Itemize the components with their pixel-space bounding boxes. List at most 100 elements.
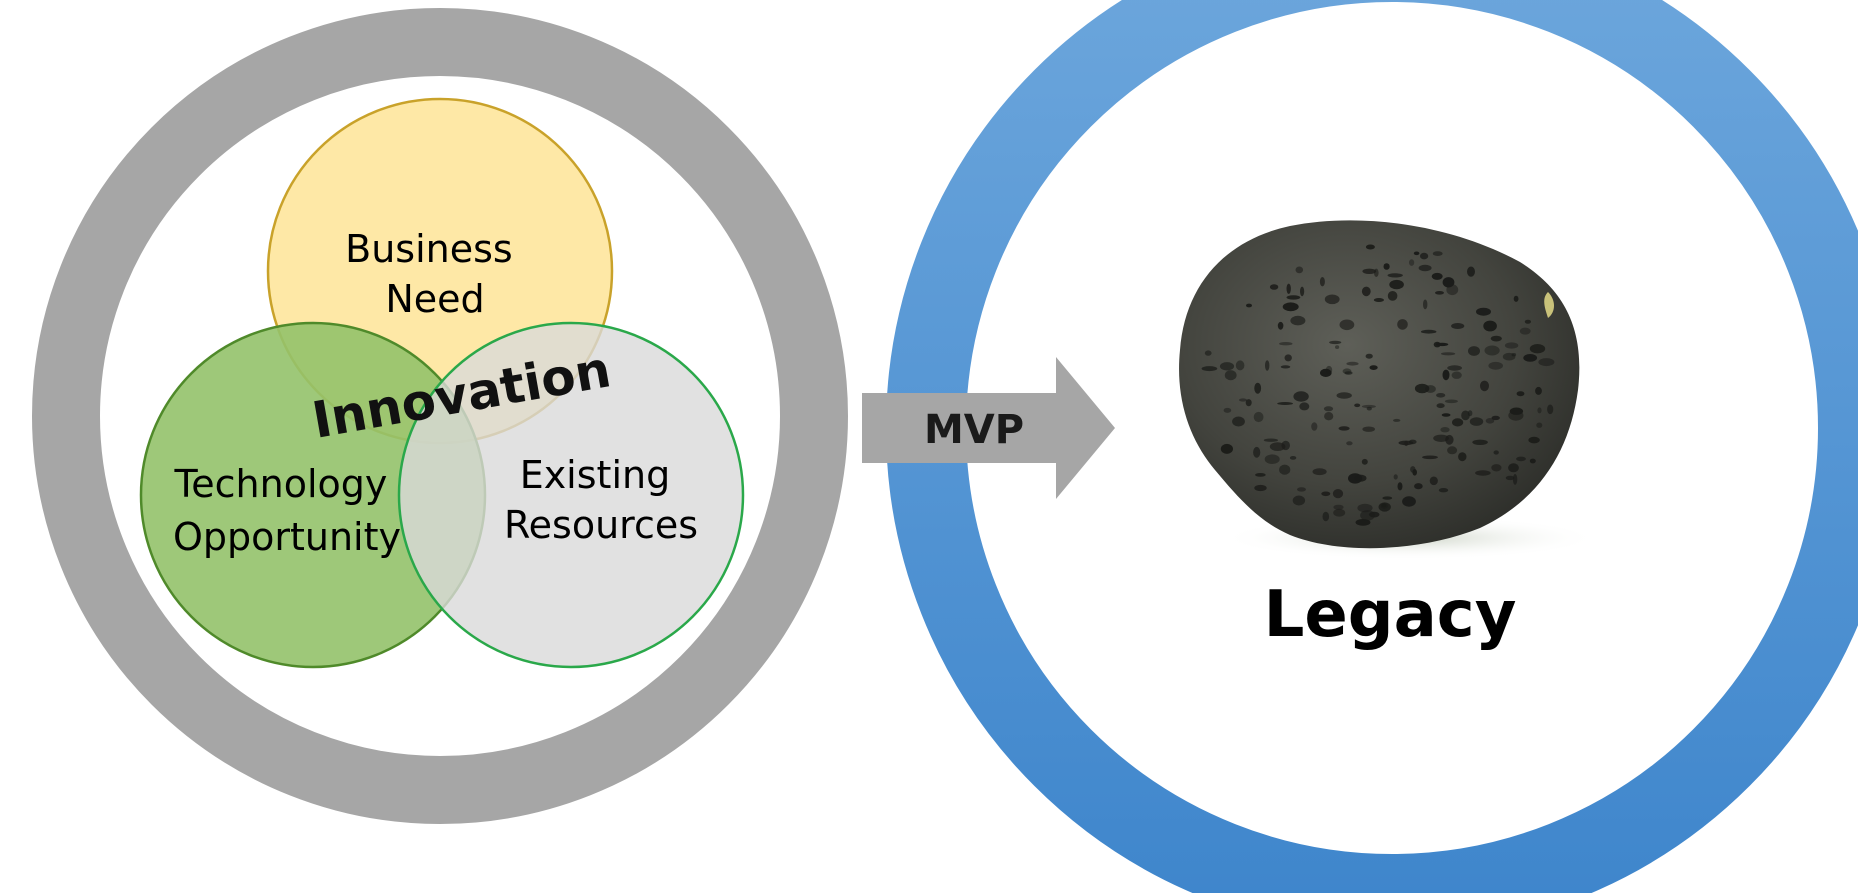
rock-pore [1447, 446, 1458, 455]
rock-pore [1322, 511, 1330, 522]
rock-pore [1246, 303, 1252, 308]
rock-pore [1537, 407, 1542, 414]
rock-pore [1223, 407, 1232, 413]
rock-pore [1204, 350, 1212, 356]
rock-pore [1508, 463, 1519, 473]
rock-pore [1528, 436, 1540, 444]
rock-pore [1429, 476, 1438, 486]
rock-pore [1441, 352, 1456, 356]
rock-pore [1461, 410, 1470, 421]
rock-pore [1269, 442, 1286, 451]
rock-pore [1512, 474, 1518, 485]
rock-pore [1502, 352, 1516, 361]
rock-pore [1289, 456, 1297, 460]
existing-resources-label: Existing Resources [504, 453, 698, 547]
mvp-label: MVP [924, 407, 1024, 453]
rock-pore [1389, 279, 1404, 290]
rock-pore [1336, 392, 1352, 399]
rock-pore [1476, 307, 1491, 316]
lava-rock-image [1179, 220, 1600, 560]
technology-line-1: Technology [174, 462, 388, 506]
rock-pore [1319, 277, 1325, 287]
rock-pore [1452, 418, 1464, 427]
rock-pore [1282, 302, 1299, 312]
rock-pore [1440, 427, 1450, 433]
rock-pore [1295, 266, 1304, 274]
rock-pore [1387, 273, 1403, 278]
rock-pore [1483, 320, 1497, 332]
rock-pore [1362, 268, 1377, 274]
rock-pore [1409, 259, 1415, 266]
rock-pore [1357, 503, 1373, 513]
rock-pore [1311, 422, 1318, 431]
rock-pore [1365, 353, 1373, 359]
rock-pore [1480, 380, 1489, 392]
rock-pore [1332, 489, 1344, 499]
rock-pore [1362, 426, 1375, 432]
rock-pore [1441, 413, 1451, 417]
rock-pore [1529, 458, 1536, 464]
rock-pore [1467, 266, 1475, 277]
business-need-line-2: Need [385, 277, 484, 321]
rock-pore [1348, 473, 1363, 484]
business-need-label: Business Need [345, 227, 525, 321]
rock-pore [1472, 439, 1488, 445]
rock-pore [1201, 366, 1218, 372]
rock-pore [1393, 474, 1398, 480]
rock-pore [1431, 272, 1443, 280]
rock-pore [1300, 286, 1305, 297]
rock-pore [1299, 402, 1310, 411]
technology-opportunity-label: Technology Opportunity [173, 462, 401, 559]
rock-pore [1442, 369, 1450, 381]
rock-pore [1333, 504, 1344, 510]
rock-pore [1420, 252, 1429, 260]
rock-pore [1224, 370, 1237, 381]
rock-pore [1279, 342, 1293, 346]
rock-pore [1420, 329, 1437, 334]
rock-pore [1504, 342, 1519, 349]
rock-pore [1488, 361, 1503, 370]
rock-pore [1286, 295, 1301, 300]
rock-pore [1414, 483, 1423, 490]
rock-pore [1445, 434, 1454, 445]
rock-pore [1360, 510, 1375, 521]
rock-pore [1432, 251, 1443, 256]
rock-pore [1297, 487, 1306, 492]
rock-pore [1253, 446, 1261, 458]
rock-pore [1339, 319, 1355, 331]
rock-pore [1433, 434, 1449, 442]
rock-pore [1342, 368, 1352, 375]
rock-pore [1387, 291, 1398, 301]
resources-line-1: Existing [520, 453, 671, 497]
rock-pore [1447, 365, 1462, 371]
rock-pore [1505, 475, 1515, 481]
rock-pore [1378, 502, 1391, 512]
rock-body [1179, 220, 1580, 549]
rock-pore [1220, 443, 1233, 454]
rock-pore [1245, 399, 1252, 407]
rock-pore [1529, 344, 1546, 354]
mvp-arrow [862, 357, 1115, 499]
rock-pore [1286, 283, 1291, 294]
rock-pore [1418, 264, 1432, 272]
rock-pore [1410, 466, 1416, 473]
rock-pore [1436, 403, 1445, 409]
rock-pore [1312, 468, 1327, 476]
rock-pore [1516, 456, 1526, 462]
legacy-label: Legacy [1264, 578, 1517, 652]
rock-pore [1365, 244, 1375, 250]
rock-pore [1536, 422, 1543, 428]
rock-pore [1402, 496, 1416, 507]
rock-pore [1491, 464, 1502, 472]
rock-pore [1493, 450, 1499, 455]
rock-pore [1516, 391, 1525, 397]
rock-pore [1361, 286, 1371, 297]
rock-pore [1435, 291, 1444, 295]
rock-pore [1491, 415, 1500, 421]
rock-pore [1263, 438, 1278, 442]
rock-pore [1280, 365, 1291, 369]
rock-pore [1414, 383, 1430, 394]
rock-pore [1382, 496, 1393, 500]
rock-pore [1324, 412, 1334, 421]
